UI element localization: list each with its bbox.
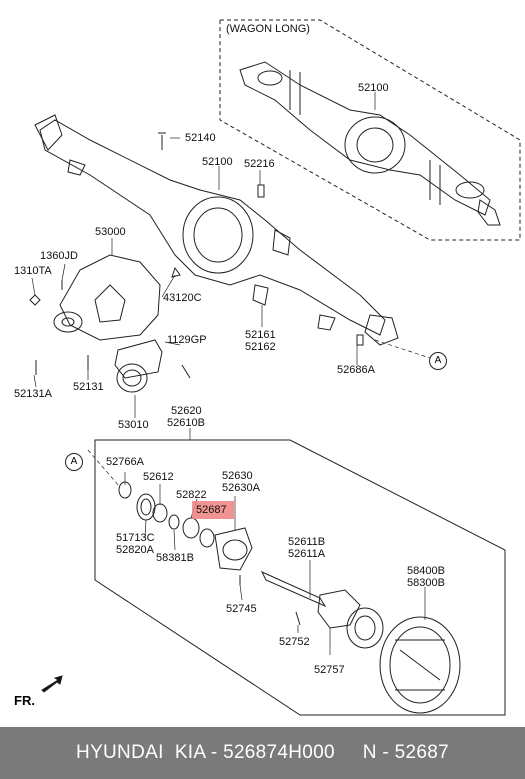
differential-carrier: [53, 254, 161, 341]
part-52752: 52752: [279, 636, 310, 648]
part-1310TA: 1310TA: [14, 265, 52, 277]
wagon-axle-housing: [239, 61, 501, 226]
part-52610B: 52610B: [167, 417, 205, 429]
part-52630: 52630: [222, 470, 253, 482]
main-axle-housing: [34, 114, 399, 346]
wagon-long-label: (WAGON LONG): [226, 23, 310, 35]
footer-part-info: HYUNDAI KIA - 526874H000 N - 52687: [0, 727, 525, 779]
highlight-box: [192, 501, 234, 519]
part-53010: 53010: [118, 419, 149, 431]
hub-parts: [118, 481, 461, 714]
part-52216: 52216: [244, 158, 275, 170]
part-58300B: 58300B: [407, 577, 445, 589]
part-52100-wagon: 52100: [358, 82, 389, 94]
part-58400B: 58400B: [407, 565, 445, 577]
part-52162: 52162: [245, 341, 276, 353]
ref-marker-a-lower: A: [65, 453, 83, 471]
part-52131: 52131: [73, 381, 104, 393]
part-52766A: 52766A: [106, 456, 144, 468]
fr-arrow: [41, 675, 63, 693]
part-53000: 53000: [95, 226, 126, 238]
wagon-long-box: [219, 19, 521, 241]
part-52140: 52140: [185, 132, 216, 144]
part-52687-highlighted: 52687: [196, 504, 227, 516]
part-52822: 52822: [176, 489, 207, 501]
part-58381B: 58381B: [156, 552, 194, 564]
part-52620: 52620: [171, 405, 202, 417]
part-52131A: 52131A: [14, 388, 52, 400]
part-52611B: 52611B: [288, 536, 326, 548]
part-52630A: 52630A: [222, 482, 260, 494]
part-51713C: 51713C: [116, 532, 155, 544]
part-43120C: 43120C: [163, 292, 202, 304]
mount-bracket: [114, 339, 163, 393]
fr-label: FR.: [14, 693, 35, 708]
part-52612: 52612: [143, 471, 174, 483]
part-52820A: 52820A: [116, 544, 154, 556]
part-1129GP: 1129GP: [167, 334, 207, 346]
part-52686A: 52686A: [337, 364, 375, 376]
part-1360JD: 1360JD: [40, 250, 78, 262]
rear-axle-diagram: [29, 19, 521, 716]
parts-group-box: [94, 439, 506, 716]
part-52611A: 52611A: [288, 548, 326, 560]
ref-marker-a-upper: A: [429, 352, 447, 370]
bolts: [29, 132, 364, 379]
part-52745: 52745: [226, 603, 257, 615]
part-52100: 52100: [202, 156, 233, 168]
part-52757: 52757: [314, 664, 345, 676]
part-52161: 52161: [245, 329, 276, 341]
